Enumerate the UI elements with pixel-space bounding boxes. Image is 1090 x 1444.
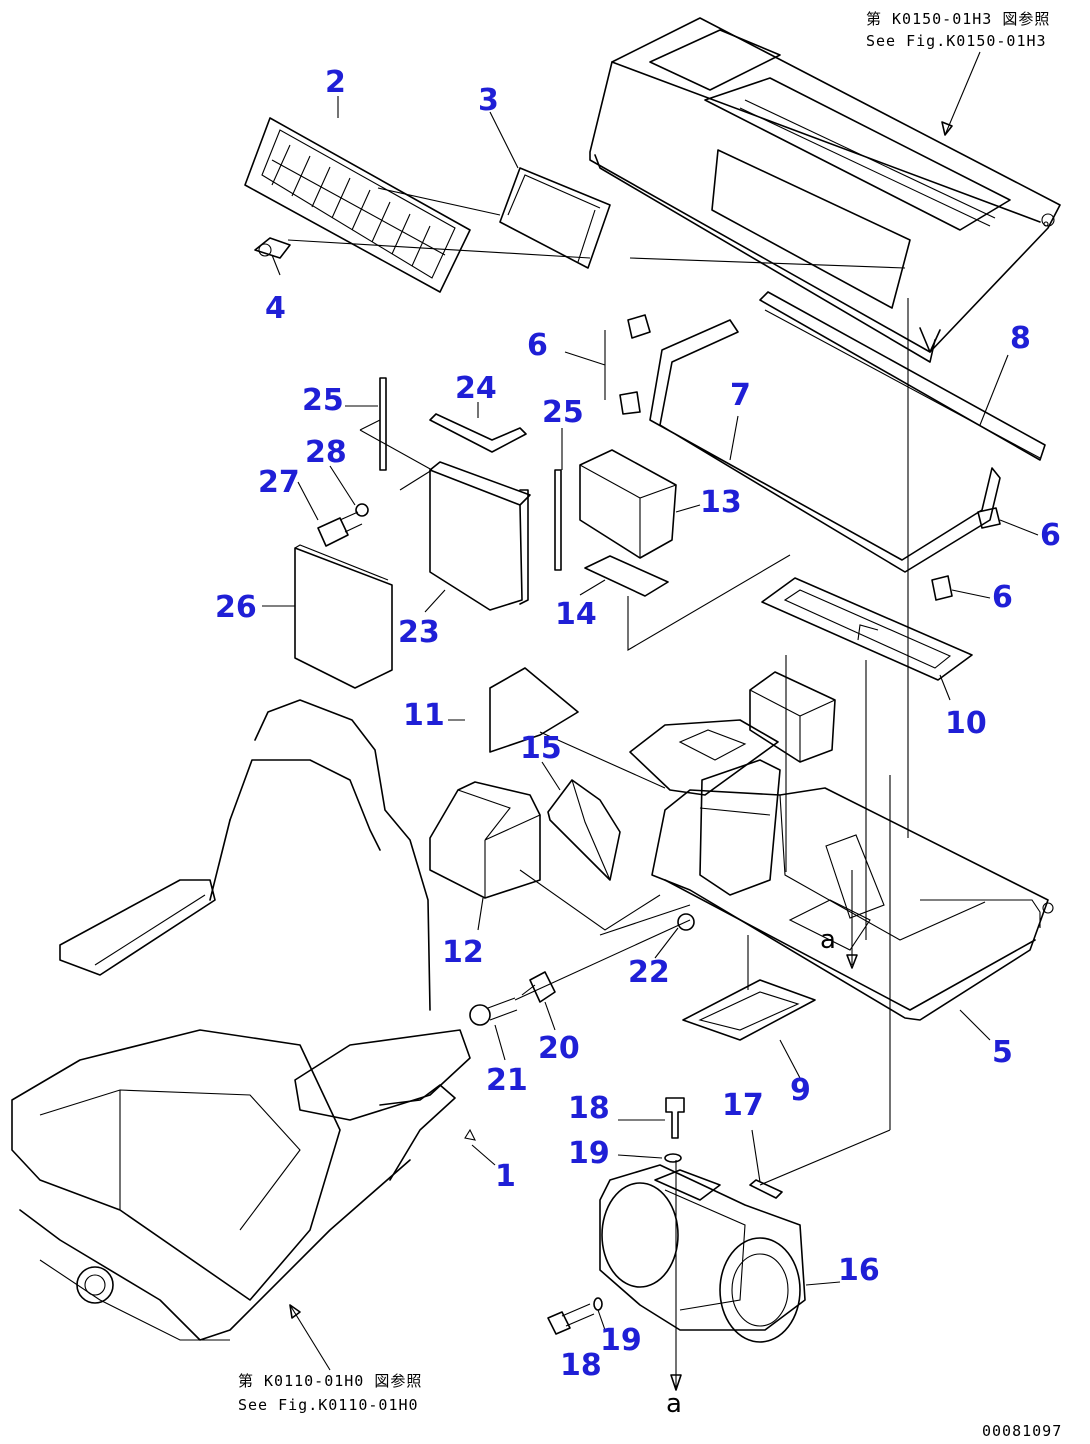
part-5-console bbox=[651, 759, 1054, 1021]
part-10-frame bbox=[761, 577, 973, 681]
ref-bottom-jp: 第 K0110-01H0 図参照 bbox=[238, 1372, 422, 1390]
part-28-washer bbox=[355, 503, 369, 517]
part-27-screw bbox=[317, 511, 363, 547]
part-2-grille bbox=[244, 117, 471, 293]
callout-19-bottom: 19 bbox=[600, 1323, 642, 1358]
callout-25-left: 25 bbox=[302, 383, 344, 418]
callout-5: 5 bbox=[992, 1035, 1013, 1070]
console-upper-cover bbox=[629, 719, 779, 796]
part-26-cover bbox=[294, 544, 393, 689]
callout-14: 14 bbox=[555, 597, 597, 632]
callout-25-right: 25 bbox=[542, 395, 584, 430]
part-16-blower bbox=[599, 1164, 806, 1343]
callout-11: 11 bbox=[403, 698, 445, 733]
ref-bottom-en: See Fig.K0110-01H0 bbox=[238, 1396, 419, 1414]
callout-24: 24 bbox=[455, 371, 497, 406]
part-19-washer-top bbox=[664, 1153, 682, 1163]
leader-ref-top bbox=[944, 51, 981, 136]
callout-22: 22 bbox=[628, 955, 670, 990]
part-19-washer-bottom bbox=[593, 1297, 603, 1311]
callout-20: 20 bbox=[538, 1031, 580, 1066]
callout-numbers: 2 3 4 6 8 7 25 24 25 28 27 13 6 6 26 23 … bbox=[215, 65, 1061, 1383]
callout-2: 2 bbox=[325, 65, 346, 100]
callout-17: 17 bbox=[722, 1088, 764, 1123]
part-18-bolt-top bbox=[665, 1097, 685, 1139]
console-box bbox=[749, 671, 836, 763]
part-11-plate bbox=[489, 667, 579, 753]
callout-27: 27 bbox=[258, 465, 300, 500]
callout-19-top: 19 bbox=[568, 1136, 610, 1171]
part-6-clip-r2 bbox=[931, 575, 953, 601]
drawing-id: 00081097 bbox=[982, 1422, 1062, 1440]
dash-panel bbox=[589, 17, 1061, 363]
callout-26: 26 bbox=[215, 590, 257, 625]
callout-23: 23 bbox=[398, 615, 440, 650]
part-21-screw bbox=[469, 997, 518, 1026]
callout-10: 10 bbox=[945, 706, 987, 741]
part-25-rods bbox=[379, 377, 562, 571]
callout-6-right2: 6 bbox=[992, 580, 1013, 615]
part-7-duct bbox=[649, 319, 1001, 573]
part-6-clip-r1 bbox=[977, 507, 1001, 529]
part-18-bolt-bottom bbox=[547, 1303, 595, 1335]
part-23-box bbox=[429, 461, 531, 611]
leader-ref-bottom bbox=[289, 1304, 331, 1371]
part-8-duct bbox=[759, 291, 1046, 461]
part-20-clip bbox=[521, 971, 556, 1003]
callout-13: 13 bbox=[700, 485, 742, 520]
callout-28: 28 bbox=[305, 435, 347, 470]
part-3-filter bbox=[499, 167, 611, 269]
part-15-tray bbox=[547, 779, 621, 881]
ref-top-jp: 第 K0150-01H3 図参照 bbox=[866, 10, 1050, 28]
part-24-strip bbox=[429, 413, 527, 453]
callout-8: 8 bbox=[1010, 321, 1031, 356]
marker-a-upper: a bbox=[820, 925, 836, 955]
part-6-clip-top bbox=[627, 314, 651, 339]
callout-18-bottom: 18 bbox=[560, 1348, 602, 1383]
callout-6-right1: 6 bbox=[1040, 518, 1061, 553]
ref-top-en: See Fig.K0150-01H3 bbox=[866, 32, 1047, 50]
marker-a-lower: a bbox=[666, 1389, 682, 1419]
callout-3: 3 bbox=[478, 83, 499, 118]
callout-12: 12 bbox=[442, 935, 484, 970]
callout-18-top: 18 bbox=[568, 1091, 610, 1126]
part-17-pin bbox=[749, 1179, 783, 1199]
part-9-mat bbox=[682, 979, 816, 1041]
callout-21: 21 bbox=[486, 1063, 528, 1098]
callout-15: 15 bbox=[520, 731, 562, 766]
part-14-pad bbox=[584, 555, 669, 597]
part-6-clip-mid bbox=[619, 391, 641, 415]
part-13-tray bbox=[579, 449, 677, 559]
callout-7: 7 bbox=[730, 378, 751, 413]
part-22-grommet bbox=[677, 913, 695, 931]
callout-9: 9 bbox=[790, 1073, 811, 1108]
callout-16: 16 bbox=[838, 1253, 880, 1288]
operator-seat bbox=[11, 699, 476, 1341]
callout-6-top: 6 bbox=[527, 328, 548, 363]
part-12-cover bbox=[429, 781, 541, 899]
callout-leaders bbox=[262, 96, 1039, 1331]
callout-1: 1 bbox=[495, 1159, 516, 1194]
callout-4: 4 bbox=[265, 291, 286, 326]
